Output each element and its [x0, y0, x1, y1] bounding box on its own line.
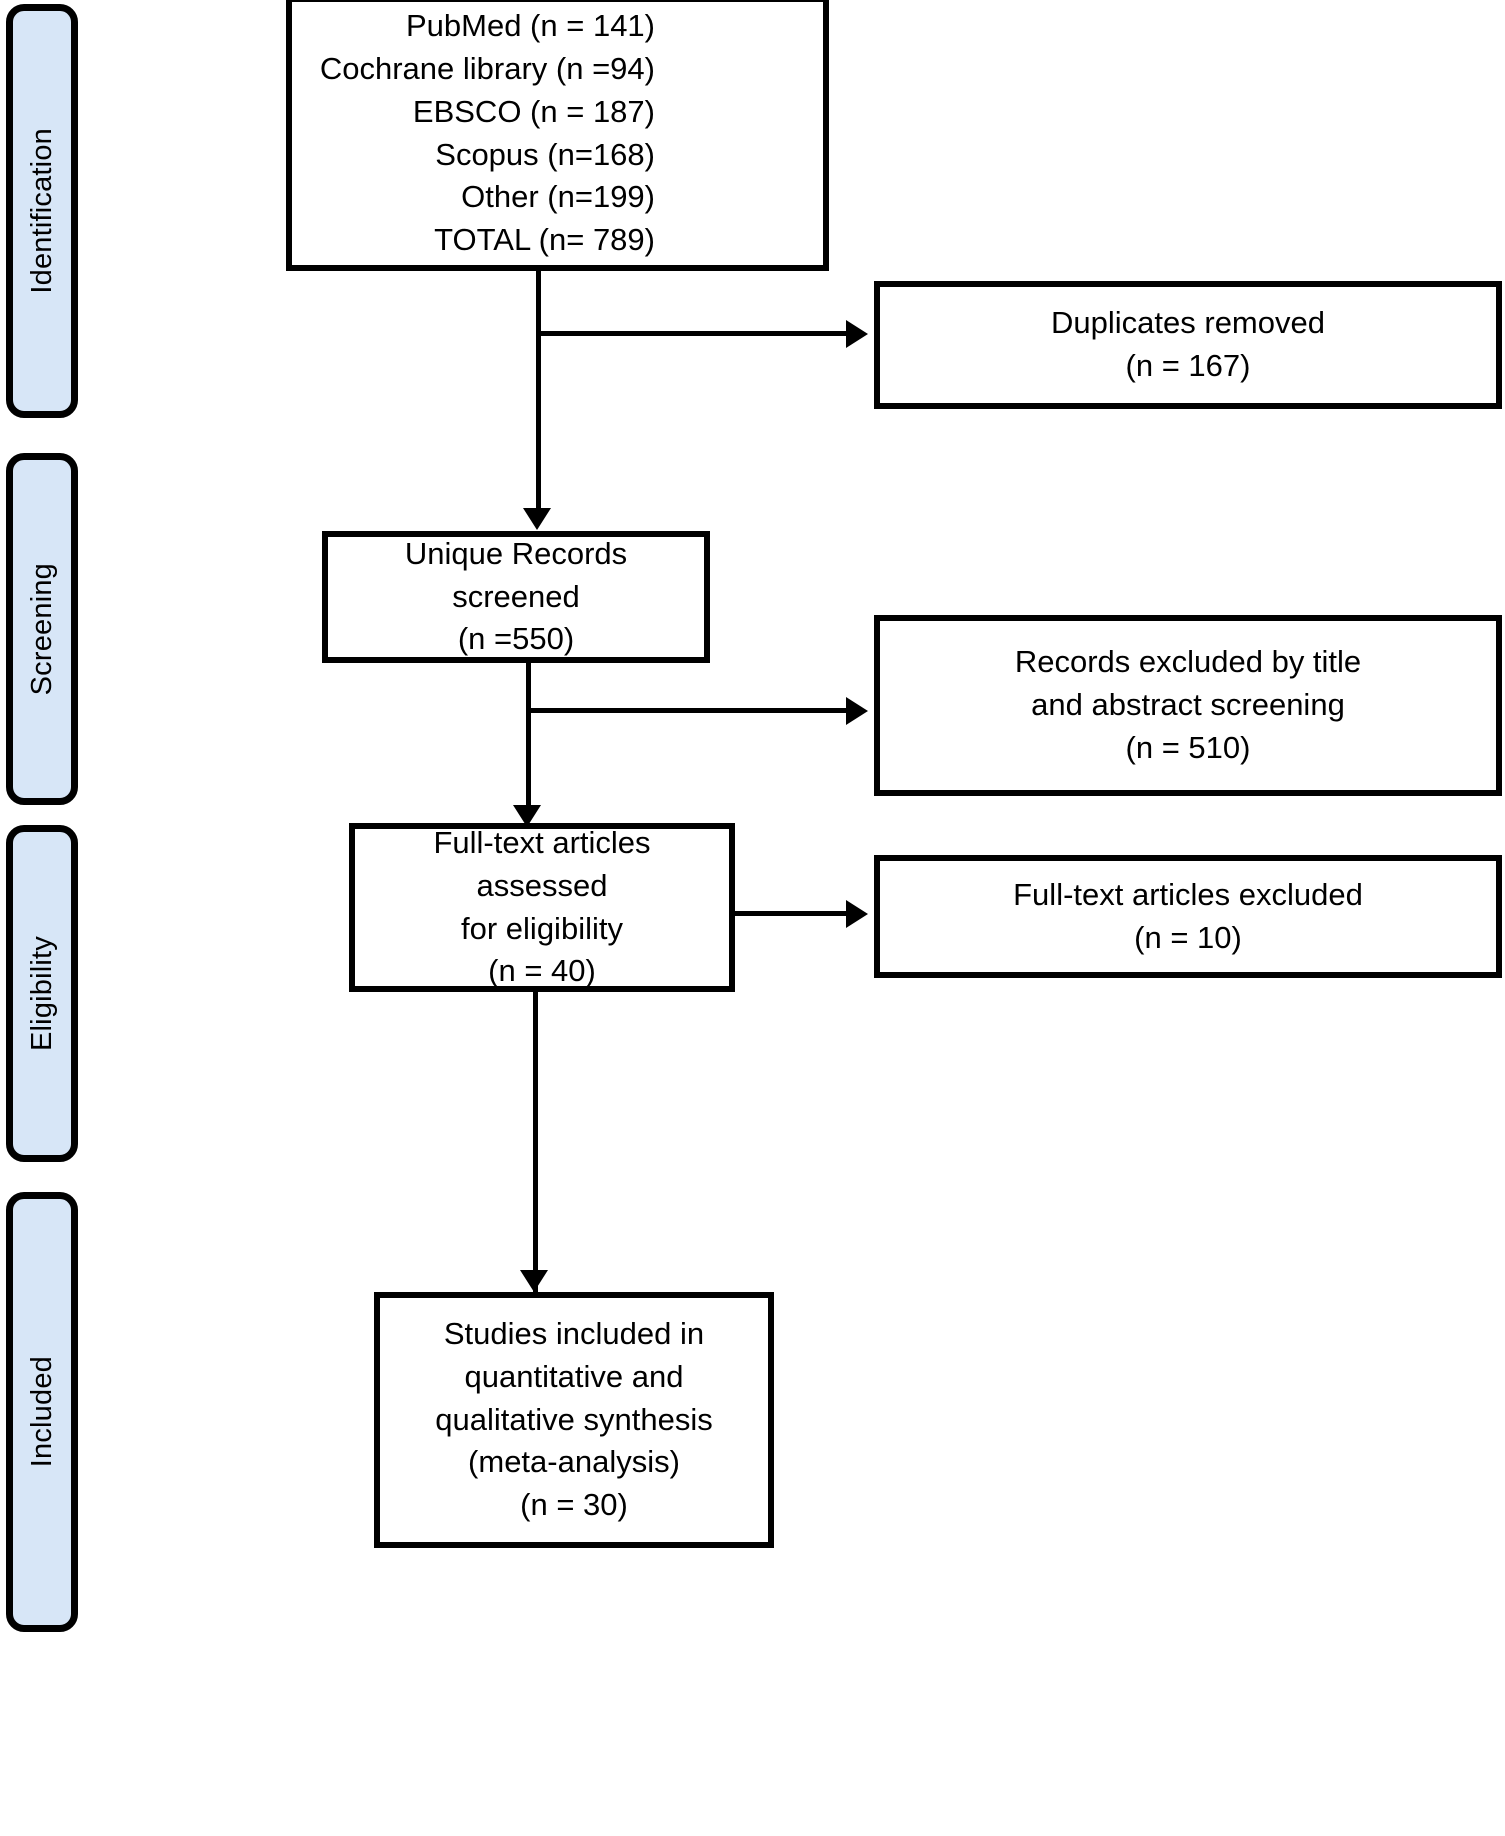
stage-label-screening: Screening	[25, 562, 58, 696]
stage-pill-eligibility: Eligibility	[6, 825, 78, 1162]
arrowhead-to-records-excluded	[846, 697, 868, 725]
stage-label-eligibility: Eligibility	[25, 935, 58, 1051]
node-records-identified-text: PubMed (n = 141) Cochrane library (n =94…	[319, 8, 655, 258]
node-duplicates-removed-text: Duplicates removed (n = 167)	[1051, 305, 1325, 383]
node-fulltext-assessed: Full-text articles assessed for eligibil…	[349, 823, 735, 992]
connector-to-duplicates	[536, 331, 848, 336]
node-unique-records-screened-text: Unique Records screened (n =550)	[404, 535, 628, 657]
arrowhead-to-duplicates	[846, 320, 868, 348]
arrowhead-to-screened	[523, 508, 551, 530]
connector-to-fulltext-excluded	[733, 911, 848, 916]
node-studies-included: Studies included in quantitative and qua…	[374, 1292, 774, 1548]
stage-label-included: Included	[25, 1356, 58, 1468]
node-records-excluded-text: Records excluded by title and abstract s…	[1014, 644, 1362, 765]
node-fulltext-excluded: Full-text articles excluded (n = 10)	[874, 855, 1502, 978]
node-fulltext-excluded-text: Full-text articles excluded (n = 10)	[1013, 876, 1363, 955]
connector-screened-to-fulltext	[526, 663, 531, 820]
node-records-excluded: Records excluded by title and abstract s…	[874, 615, 1502, 796]
node-duplicates-removed: Duplicates removed (n = 167)	[874, 281, 1502, 409]
stage-label-identification: Identification	[25, 128, 58, 294]
stage-pill-identification: Identification	[6, 4, 78, 418]
arrowhead-to-included	[520, 1270, 548, 1292]
stage-pill-included: Included	[6, 1192, 78, 1632]
node-records-identified: PubMed (n = 141) Cochrane library (n =94…	[286, 0, 829, 271]
node-studies-included-text: Studies included in quantitative and qua…	[435, 1316, 713, 1523]
connector-fulltext-to-included	[533, 992, 538, 1292]
connector-identified-to-screened	[536, 271, 541, 523]
node-fulltext-assessed-text: Full-text articles assessed for eligibil…	[433, 824, 651, 989]
connector-to-records-excluded	[526, 708, 848, 713]
node-unique-records-screened: Unique Records screened (n =550)	[322, 531, 710, 663]
stage-pill-screening: Screening	[6, 453, 78, 805]
arrowhead-to-fulltext	[513, 805, 541, 827]
arrowhead-to-fulltext-excluded	[846, 900, 868, 928]
